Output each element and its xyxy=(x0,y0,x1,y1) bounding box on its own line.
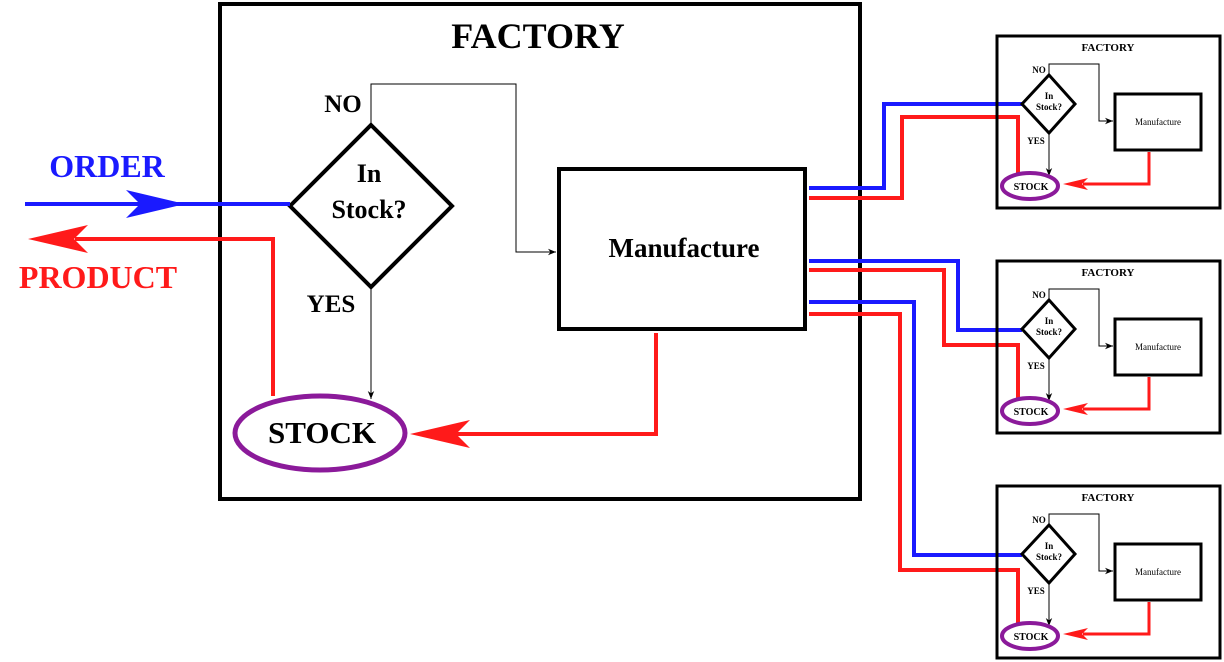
product-arrowhead xyxy=(28,225,88,253)
connector-product-1 xyxy=(809,115,1020,200)
order-arrowhead xyxy=(126,190,185,218)
connector-order-2 xyxy=(809,259,1022,332)
manufacture-box xyxy=(557,167,807,331)
sub-factory-title: FACTORY xyxy=(1082,492,1135,504)
stock-to-product-line xyxy=(75,237,275,396)
connector-order-1 xyxy=(809,102,1022,190)
sub-stock-ellipse xyxy=(1000,396,1060,426)
sub-decision-in: In xyxy=(1045,541,1054,551)
sub-stock-label: STOCK xyxy=(1014,407,1049,418)
sub-factory-title: FACTORY xyxy=(1082,42,1135,54)
sub-mf-to-stock xyxy=(1083,152,1151,186)
product-label: PRODUCT xyxy=(19,259,177,295)
sub-decision-stock: Stock? xyxy=(1036,102,1062,112)
sub-factory-title: FACTORY xyxy=(1082,267,1135,279)
sub-mf-to-stock-arrowhead xyxy=(1063,628,1088,640)
yes-label: YES xyxy=(307,291,356,318)
order-label: ORDER xyxy=(49,148,165,184)
sub-no-line xyxy=(1048,513,1113,575)
sub-manufacture-label: Manufacture xyxy=(1135,117,1181,127)
sub-mf-to-stock xyxy=(1083,602,1151,636)
sub-decision-stock: Stock? xyxy=(1036,552,1062,562)
main-factory: FACTORY In Stock? NO YES Manufacture STO… xyxy=(75,2,862,501)
decision-label-in: In xyxy=(357,159,382,188)
sub-factory-box xyxy=(995,34,1222,210)
sub-decision-in: In xyxy=(1045,91,1054,101)
sub-manufacture-box xyxy=(1113,542,1203,602)
sub-factory-box xyxy=(995,484,1222,660)
sub-mf-to-stock xyxy=(1083,377,1151,411)
sub-no-line xyxy=(1048,63,1113,125)
sub-manufacture-label: Manufacture xyxy=(1135,567,1181,577)
main-factory-box xyxy=(218,2,862,501)
sub-stock-label: STOCK xyxy=(1014,632,1049,643)
sub-stock-ellipse xyxy=(1000,171,1060,201)
sub-factory-box xyxy=(995,259,1222,435)
sub-no-label: NO xyxy=(1032,65,1046,75)
sub-factory-3: FACTORY In Stock? NO YES Manufacture STO… xyxy=(995,484,1222,660)
manufacture-to-stock-arrowhead xyxy=(410,420,470,448)
sub-no-label: NO xyxy=(1032,515,1046,525)
sub-factory-connectors xyxy=(809,102,1022,632)
sub-factory-2: FACTORY In Stock? NO YES Manufacture STO… xyxy=(995,259,1222,435)
no-label: NO xyxy=(324,91,362,118)
stock-ellipse xyxy=(232,393,408,473)
sub-no-line xyxy=(1048,288,1113,350)
connector-order-3 xyxy=(809,300,1022,557)
sub-decision-stock: Stock? xyxy=(1036,327,1062,337)
product-flow: PRODUCT xyxy=(19,225,177,295)
sub-yes-label: YES xyxy=(1027,136,1045,146)
no-branch-line xyxy=(370,83,556,256)
stock-label: STOCK xyxy=(268,415,376,450)
sub-manufacture-box xyxy=(1113,317,1203,377)
sub-no-label: NO xyxy=(1032,290,1046,300)
sub-manufacture-label: Manufacture xyxy=(1135,342,1181,352)
decision-label-stock: Stock? xyxy=(331,195,406,224)
sub-mf-to-stock-arrowhead xyxy=(1063,178,1088,190)
manufacture-label: Manufacture xyxy=(609,233,760,263)
order-flow: ORDER xyxy=(25,148,290,218)
sub-decision-in: In xyxy=(1045,316,1054,326)
manufacture-to-stock-line xyxy=(455,333,658,436)
connector-product-3 xyxy=(809,312,1020,632)
sub-yes-label: YES xyxy=(1027,361,1045,371)
connector-product-2 xyxy=(809,268,1020,407)
sub-yes-label: YES xyxy=(1027,586,1045,596)
main-factory-title: FACTORY xyxy=(451,16,624,56)
sub-factory-1: FACTORY In Stock? NO YES Manufacture STO… xyxy=(995,34,1222,210)
sub-mf-to-stock-arrowhead xyxy=(1063,403,1088,415)
sub-stock-label: STOCK xyxy=(1014,182,1049,193)
sub-stock-ellipse xyxy=(1000,621,1060,651)
sub-manufacture-box xyxy=(1113,92,1203,152)
